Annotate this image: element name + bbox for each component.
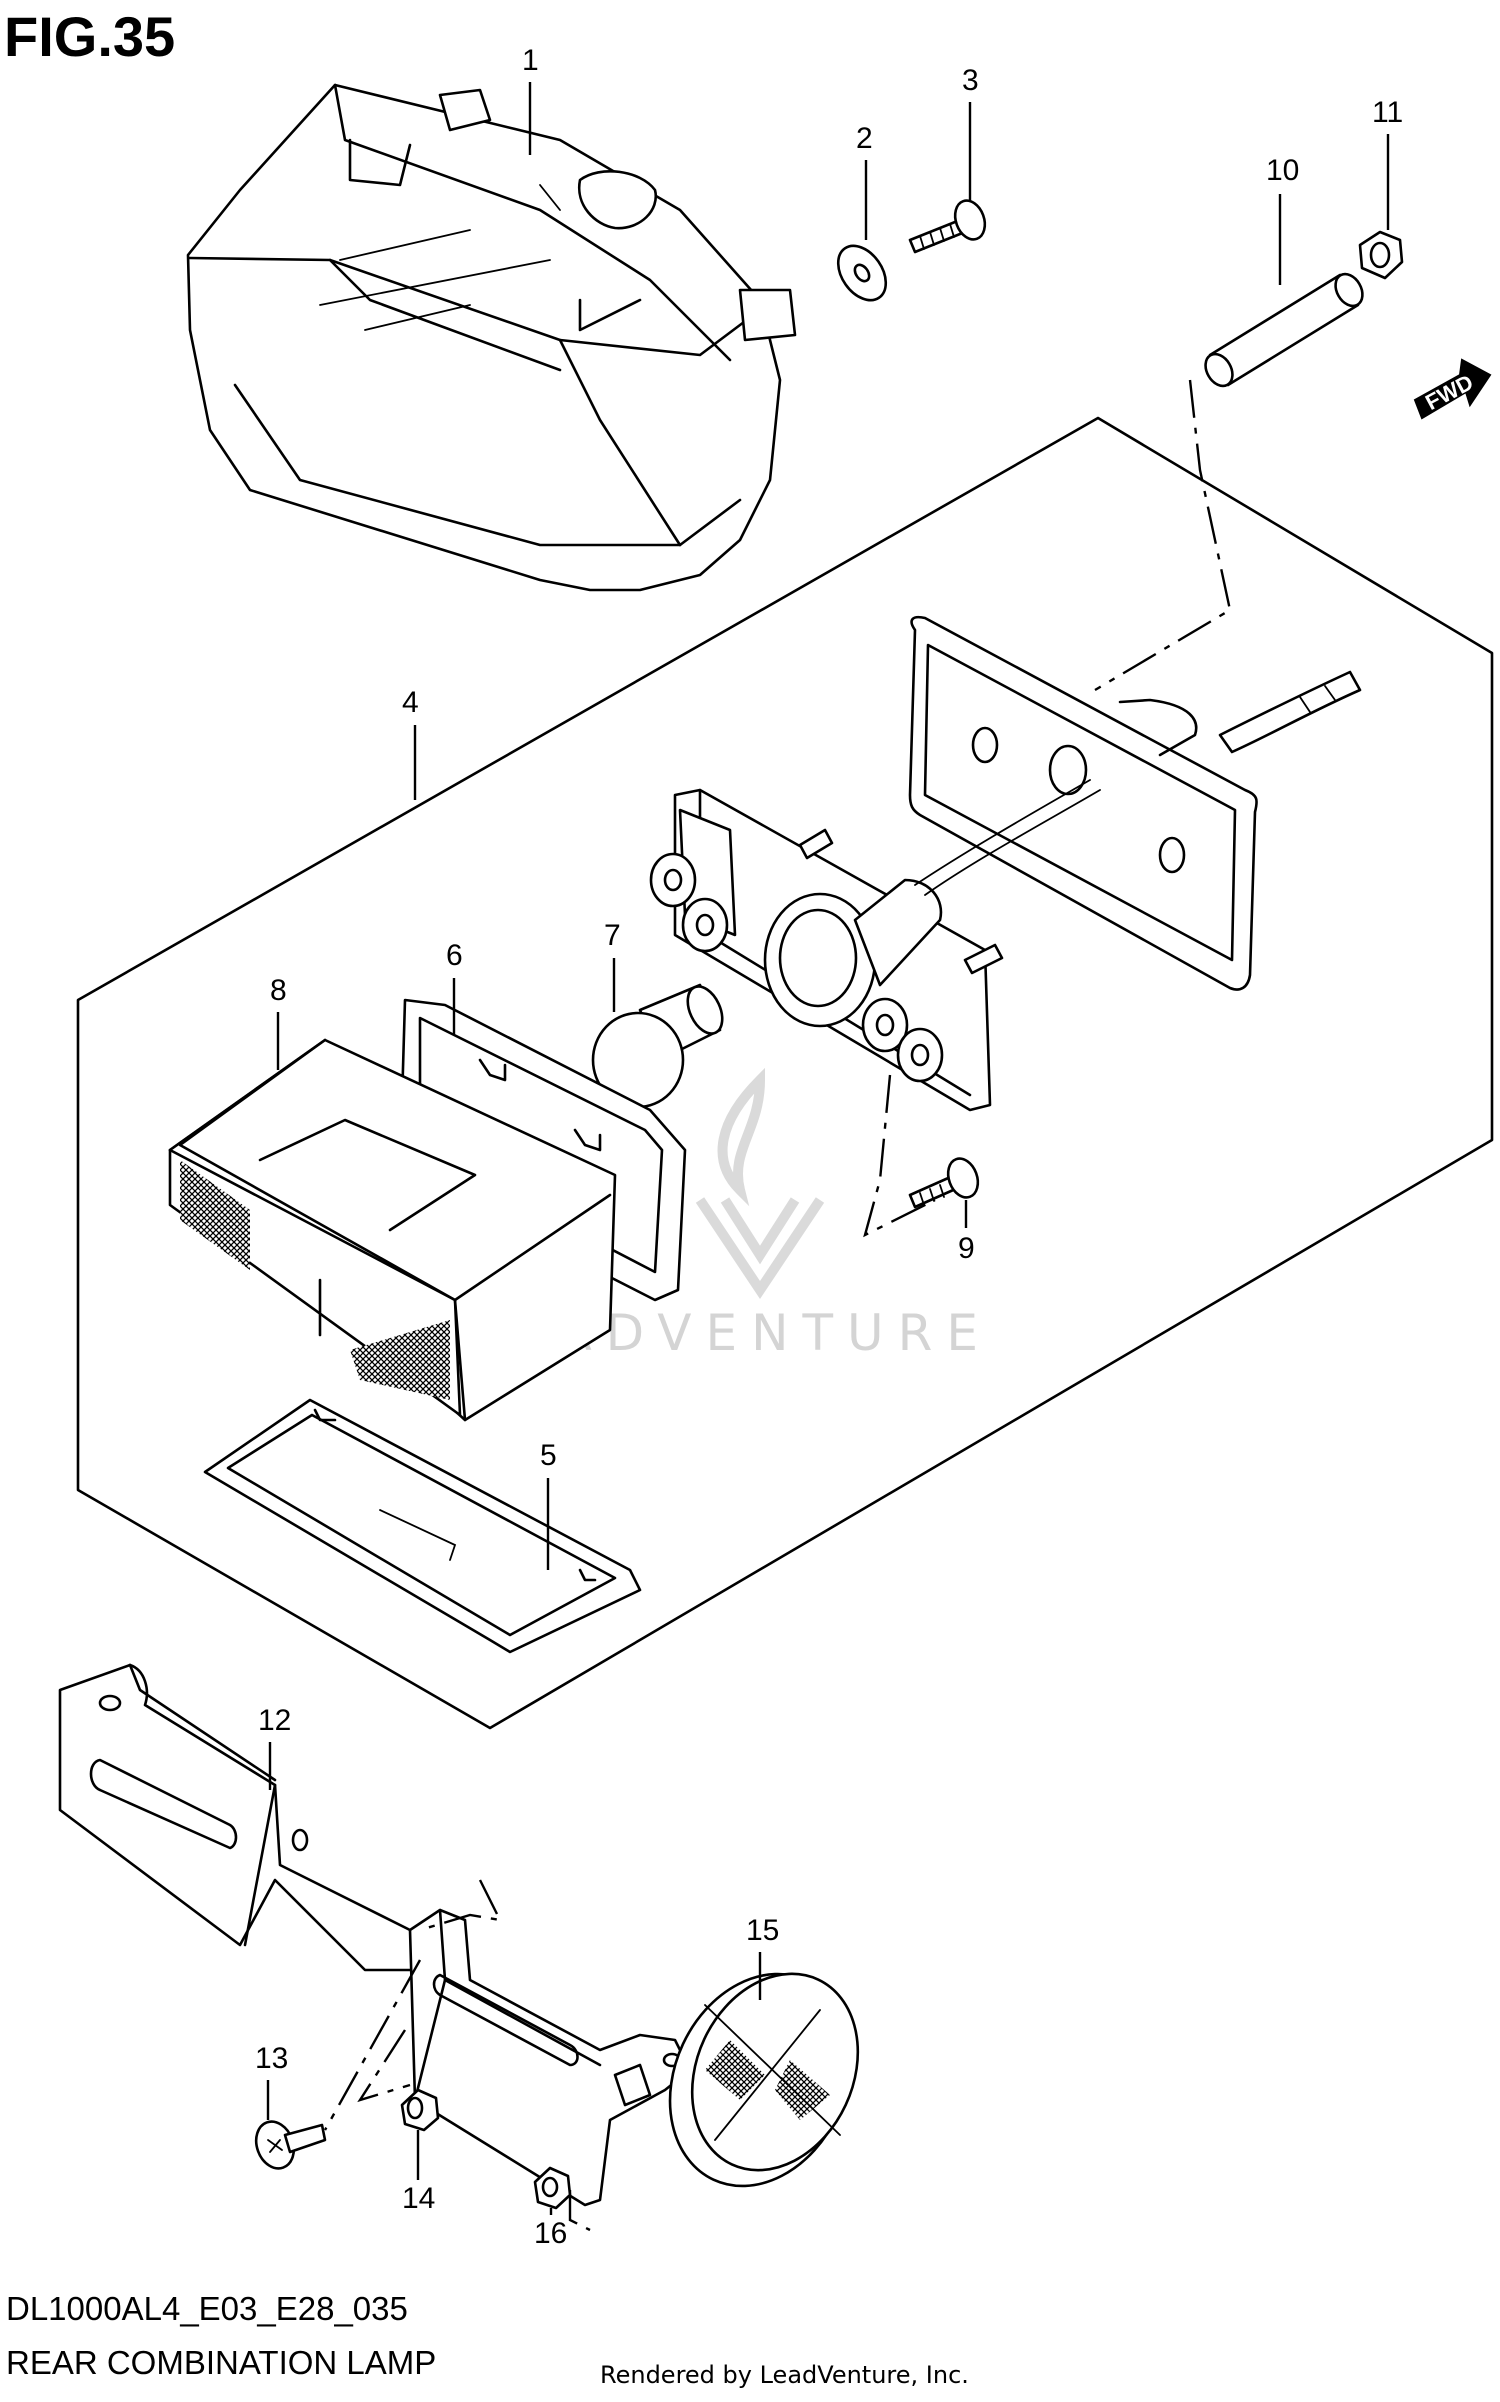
part-14-nut (400, 2088, 440, 2132)
part-9-screw (908, 1157, 980, 1209)
part-15-reflector (668, 1972, 860, 2188)
callout-5: 5 (540, 1439, 557, 1570)
part-16-nut (533, 2166, 572, 2210)
callout-number: 15 (746, 1914, 779, 1947)
callout-number: 9 (958, 1232, 975, 1265)
callout-number: 4 (402, 686, 419, 719)
assembly-line (1094, 379, 1232, 692)
part-8-lens (168, 1038, 617, 1422)
assembly-line (419, 1879, 503, 1932)
callout-number: 13 (255, 2042, 288, 2075)
callout-number: 1 (522, 44, 539, 77)
callout-6: 6 (446, 939, 463, 1035)
callout-number: 12 (258, 1704, 291, 1737)
rendered-by-credit: Rendered by LeadVenture, Inc. (600, 2361, 969, 2389)
assembly-line (323, 1959, 422, 2131)
callout-number: 11 (1372, 96, 1403, 129)
callout-number: 8 (270, 974, 287, 1007)
callout-10: 10 (1266, 154, 1299, 285)
lamp-base-plate (908, 615, 1362, 991)
callout-number: 16 (534, 2217, 567, 2250)
figure-title: FIG.35 (4, 5, 175, 68)
callout-1: 1 (522, 44, 539, 155)
callout-3: 3 (962, 64, 979, 200)
diagram-code: DL1000AL4_E03_E28_035 (6, 2290, 408, 2327)
part-12-bracket (58, 1663, 692, 2207)
callout-14: 14 (402, 2130, 435, 2215)
forward-arrow-icon (1413, 358, 1492, 420)
fwd-label: FWD (1421, 369, 1477, 415)
callout-9: 9 (958, 1200, 975, 1265)
callout-2: 2 (856, 122, 873, 240)
part-2-washer (836, 244, 888, 302)
assembly-line (357, 2029, 411, 2103)
fwd-direction-marker: FWD (1413, 358, 1492, 420)
callout-12: 12 (258, 1704, 291, 1790)
callout-15: 15 (746, 1914, 779, 2000)
callout-16: 16 (534, 2208, 567, 2250)
part-4-assembly-outline (76, 416, 1494, 1730)
socket-holder (649, 779, 1101, 1112)
leadventure-flame-logo (695, 1067, 825, 1300)
callout-number: 10 (1266, 154, 1299, 187)
callout-4: 4 (402, 686, 419, 800)
callout-number: 6 (446, 939, 463, 972)
callout-11: 11 (1372, 96, 1403, 230)
part-1-tail-lamp-housing (186, 83, 797, 592)
callout-number: 2 (856, 122, 873, 155)
callout-8: 8 (270, 974, 287, 1070)
assembly-line (863, 1074, 936, 1238)
callout-number: 5 (540, 1439, 557, 1472)
part-3-screw (908, 199, 987, 254)
diagram-title: REAR COMBINATION LAMP (6, 2344, 436, 2381)
callout-number: 14 (402, 2182, 435, 2215)
callout-number: 7 (604, 919, 621, 952)
part-13-bolt (254, 2120, 327, 2170)
part-11-nut (1358, 230, 1404, 280)
part-10-spacer (1204, 272, 1364, 388)
callout-13: 13 (255, 2042, 288, 2120)
callout-7: 7 (604, 919, 621, 1012)
part-5-gasket (203, 1398, 642, 1654)
assembly-line (568, 2190, 591, 2232)
callout-number: 3 (962, 64, 979, 97)
